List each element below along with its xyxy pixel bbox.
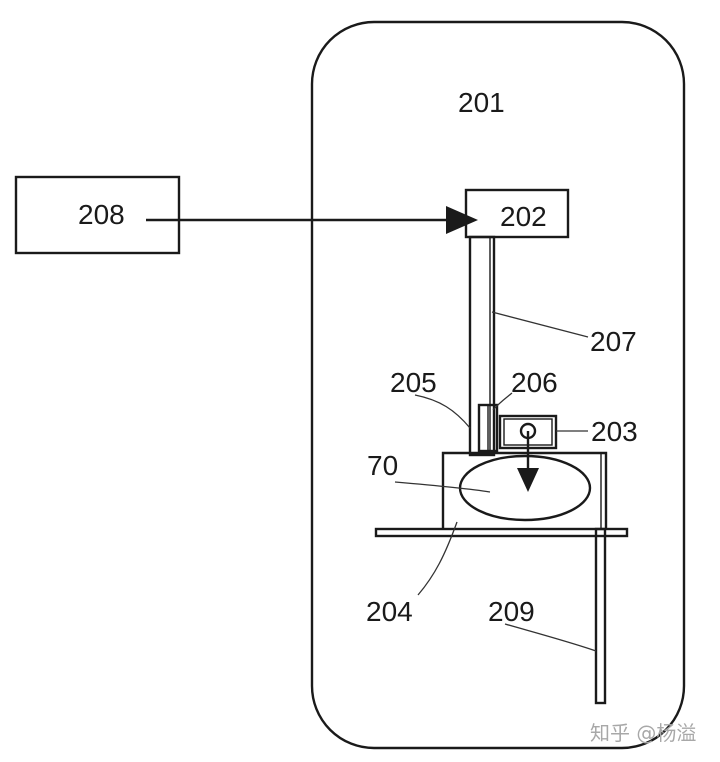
label-70: 70 xyxy=(367,450,398,481)
box-202 xyxy=(464,188,570,239)
label-207: 207 xyxy=(590,326,637,357)
label-201: 201 xyxy=(458,87,505,118)
box-208 xyxy=(14,175,181,255)
label-203: 203 xyxy=(591,416,638,447)
leader-206 xyxy=(492,392,513,411)
leader-207 xyxy=(491,311,589,338)
leader-205 xyxy=(414,394,471,429)
housing-201-outline xyxy=(310,20,686,750)
label-209: 209 xyxy=(488,596,535,627)
leader-204 xyxy=(417,521,458,596)
container-204 xyxy=(441,451,608,529)
label-206: 206 xyxy=(511,367,558,398)
leader-209 xyxy=(504,623,597,652)
leader-70 xyxy=(394,481,491,493)
signal-arrowhead xyxy=(446,206,478,234)
watermark: 知乎 @杨溢 xyxy=(590,721,696,745)
label-204: 204 xyxy=(366,596,413,627)
rail-207 xyxy=(468,235,496,457)
label-202: 202 xyxy=(500,201,547,232)
rod-209 xyxy=(594,527,607,705)
label-208: 208 xyxy=(78,199,125,230)
target-70-ellipse xyxy=(458,454,592,522)
label-205: 205 xyxy=(390,367,437,398)
platform xyxy=(374,527,629,538)
camera-down-arrowhead xyxy=(517,468,539,492)
